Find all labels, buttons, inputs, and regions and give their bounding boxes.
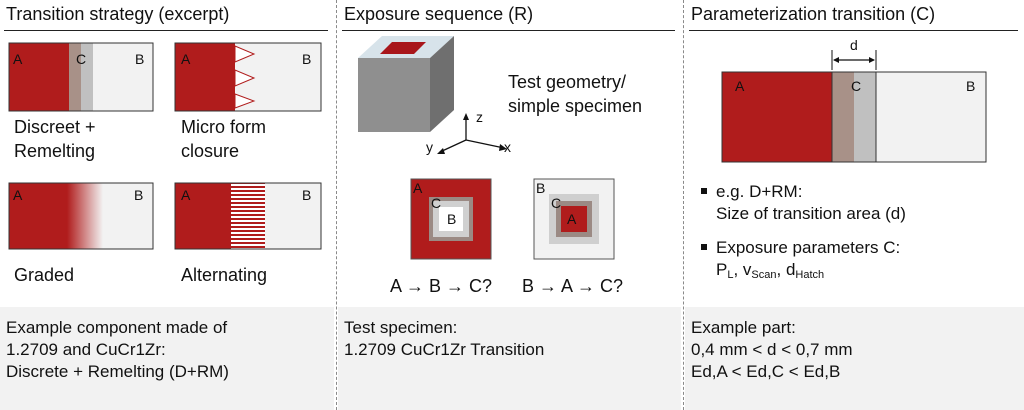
discrete-remelting-diagram [8, 42, 154, 112]
specimen1-middle-label: C [431, 195, 442, 211]
title-underline [689, 30, 1018, 31]
material-b-label: B [966, 78, 976, 94]
panel-title: Exposure sequence (R) [344, 4, 534, 24]
alternating-diagram [174, 182, 322, 250]
material-a-label: A [735, 78, 745, 94]
exposure-formula: PL, vScan, dHatch [716, 260, 825, 281]
material-a-label: A [181, 187, 191, 203]
parameter-bullets: e.g. D+RM: Size of transition area (d) E… [700, 181, 906, 293]
panel-separator-2 [683, 0, 684, 410]
bullet-transition-size: e.g. D+RM: Size of transition area (d) [700, 181, 906, 225]
panel-separator-1 [336, 0, 337, 410]
footer-text: Example part: 0,4 mm < d < 0,7 mm Ed,A <… [691, 318, 853, 381]
sequence-2: B → A → C? [522, 276, 624, 296]
material-a-label: A [13, 51, 23, 67]
test-geometry-caption: Test geometry/ simple specimen [508, 72, 643, 116]
axis-x-label: x [504, 139, 511, 155]
coordinate-axes [437, 113, 507, 154]
panel-footer: Example component made of 1.2709 and CuC… [0, 307, 334, 410]
axis-z-label: z [476, 109, 483, 125]
footer-text: Test specimen: 1.2709 CuCr1Zr Transition [344, 318, 545, 359]
title-underline [4, 30, 328, 31]
material-b-label: B [134, 187, 144, 203]
material-a-label: A [181, 51, 191, 67]
material-b-label: B [135, 51, 145, 67]
exposure-sequence-panel: Exposure sequence (R) Test geometry/ sim… [338, 0, 681, 410]
bullet-exposure-parameters: Exposure parameters C: PL, vScan, dHatch [700, 237, 906, 281]
material-b-label: B [302, 51, 312, 67]
bullet-marker [701, 244, 707, 250]
panel-footer: Example part: 0,4 mm < d < 0,7 mm Ed,A <… [685, 307, 1024, 410]
parameterization-panel: Parameterization transition (C) d A C B … [685, 0, 1024, 410]
material-c-label: C [851, 78, 862, 94]
specimen-a-outer [410, 178, 492, 260]
alternating-caption: Alternating [181, 265, 268, 285]
transition-bar-diagram [721, 50, 987, 163]
material-c-label: C [76, 51, 87, 67]
micro-form-closure-diagram [174, 42, 322, 112]
graded-caption: Graded [14, 265, 75, 285]
specimen-b-outer [533, 178, 615, 260]
panel-title: Transition strategy (excerpt) [6, 4, 230, 24]
graded-diagram [8, 182, 154, 250]
specimen2-middle-label: C [551, 195, 562, 211]
sequence-1: A → B → C? [390, 276, 493, 296]
specimen2-inner-label: A [567, 211, 577, 227]
transition-strategy-panel: Transition strategy (excerpt) A C B Disc… [0, 0, 334, 410]
panel-title: Parameterization transition (C) [691, 4, 936, 24]
axis-y-label: y [426, 139, 433, 155]
title-underline [342, 30, 675, 31]
test-cube-illustration [358, 36, 454, 132]
material-b-label: B [302, 187, 312, 203]
discrete-remelting-caption: Discreet + Remelting [14, 117, 96, 161]
dimension-d-label: d [850, 37, 858, 53]
specimen1-inner-label: B [447, 211, 457, 227]
footer-text: Example component made of 1.2709 and CuC… [6, 318, 229, 381]
bullet-marker [701, 188, 707, 194]
specimen2-outer-label: B [536, 180, 546, 196]
material-a-label: A [13, 187, 23, 203]
specimen1-outer-label: A [413, 180, 423, 196]
micro-form-closure-caption: Micro form closure [181, 117, 266, 161]
panel-footer: Test specimen: 1.2709 CuCr1Zr Transition [338, 307, 681, 410]
